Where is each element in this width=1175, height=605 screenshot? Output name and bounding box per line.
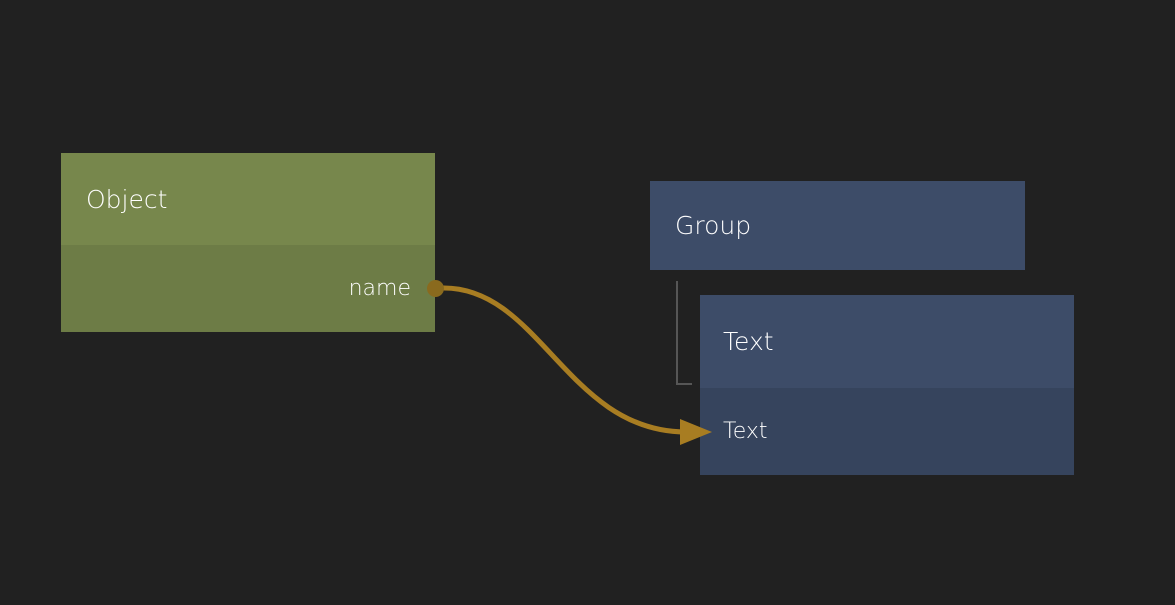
output-port-name-dot[interactable] [427, 280, 444, 297]
node-text-row-text-label: Text [723, 419, 768, 444]
node-object-row-name-label: name [348, 276, 411, 301]
node-text-title[interactable]: Text [700, 295, 1074, 388]
connection-wire[interactable] [441, 285, 689, 435]
node-text[interactable]: Text Text [700, 295, 1074, 475]
node-text-row-text[interactable]: Text [700, 388, 1074, 475]
node-group-title[interactable]: Group [650, 181, 1025, 270]
node-object[interactable]: Object name [61, 153, 435, 332]
node-object-title[interactable]: Object [61, 153, 435, 245]
node-object-row-name[interactable]: name [61, 245, 435, 332]
group-child-bracket [676, 281, 692, 385]
node-group[interactable]: Group [650, 181, 1025, 270]
